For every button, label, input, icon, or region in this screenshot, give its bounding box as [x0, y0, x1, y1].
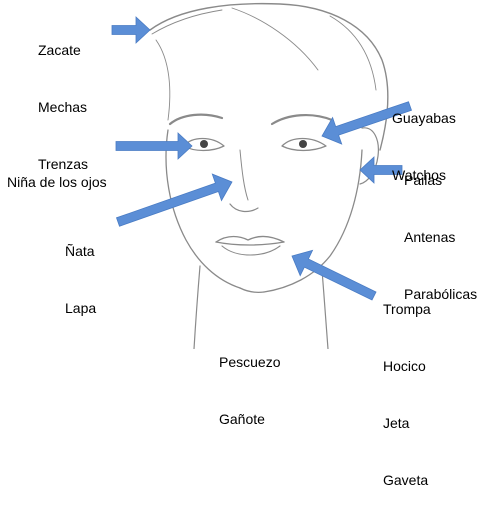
nose-tip: [230, 204, 258, 211]
right-pupil: [299, 140, 307, 148]
lower-lip: [222, 246, 280, 255]
left-pupil: [200, 140, 208, 148]
nose-bridge: [240, 150, 248, 200]
face-vocabulary-diagram: Zacate Mechas Trenzas Guayabas Watchos N…: [0, 0, 486, 349]
arrow-to-hair: [112, 17, 150, 43]
arrow-to-pupil: [116, 133, 192, 159]
label-pupil-line: Niña de los ojos: [7, 173, 107, 192]
label-nose-line: Ñata: [65, 242, 96, 261]
label-neck: Pescuezo Gañote: [219, 315, 280, 467]
label-mouth-line: Gaveta: [383, 471, 431, 490]
label-neck-line: Gañote: [219, 410, 280, 429]
hair-strand: [232, 8, 318, 70]
label-nose: Ñata Lapa: [65, 204, 96, 356]
label-neck-line: Pescuezo: [219, 353, 280, 372]
label-ears-line: Pailas: [404, 171, 477, 190]
neck-right: [322, 270, 328, 349]
label-mouth-line: Hocico: [383, 357, 431, 376]
label-eyebrows-line: Guayabas: [392, 109, 456, 128]
label-ears-line: Antenas: [404, 228, 477, 247]
arrow-to-nose: [117, 174, 233, 226]
right-eyebrow: [272, 115, 332, 124]
arrow-to-mouth: [292, 250, 376, 300]
upper-lip: [216, 237, 284, 243]
label-mouth: Trompa Hocico Jeta Gaveta: [383, 262, 431, 528]
label-hair-line: Zacate: [38, 41, 88, 60]
label-mouth-line: Trompa: [383, 300, 431, 319]
chin: [240, 288, 264, 292]
label-mouth-line: Jeta: [383, 414, 431, 433]
label-nose-line: Lapa: [65, 299, 96, 318]
hair-strand: [156, 40, 170, 120]
face-left-contour: [166, 130, 240, 288]
neck-left: [194, 266, 200, 349]
left-eyebrow: [170, 115, 222, 124]
lip-line: [216, 242, 284, 245]
label-hair-line: Mechas: [38, 98, 88, 117]
hair-strand: [330, 16, 376, 90]
